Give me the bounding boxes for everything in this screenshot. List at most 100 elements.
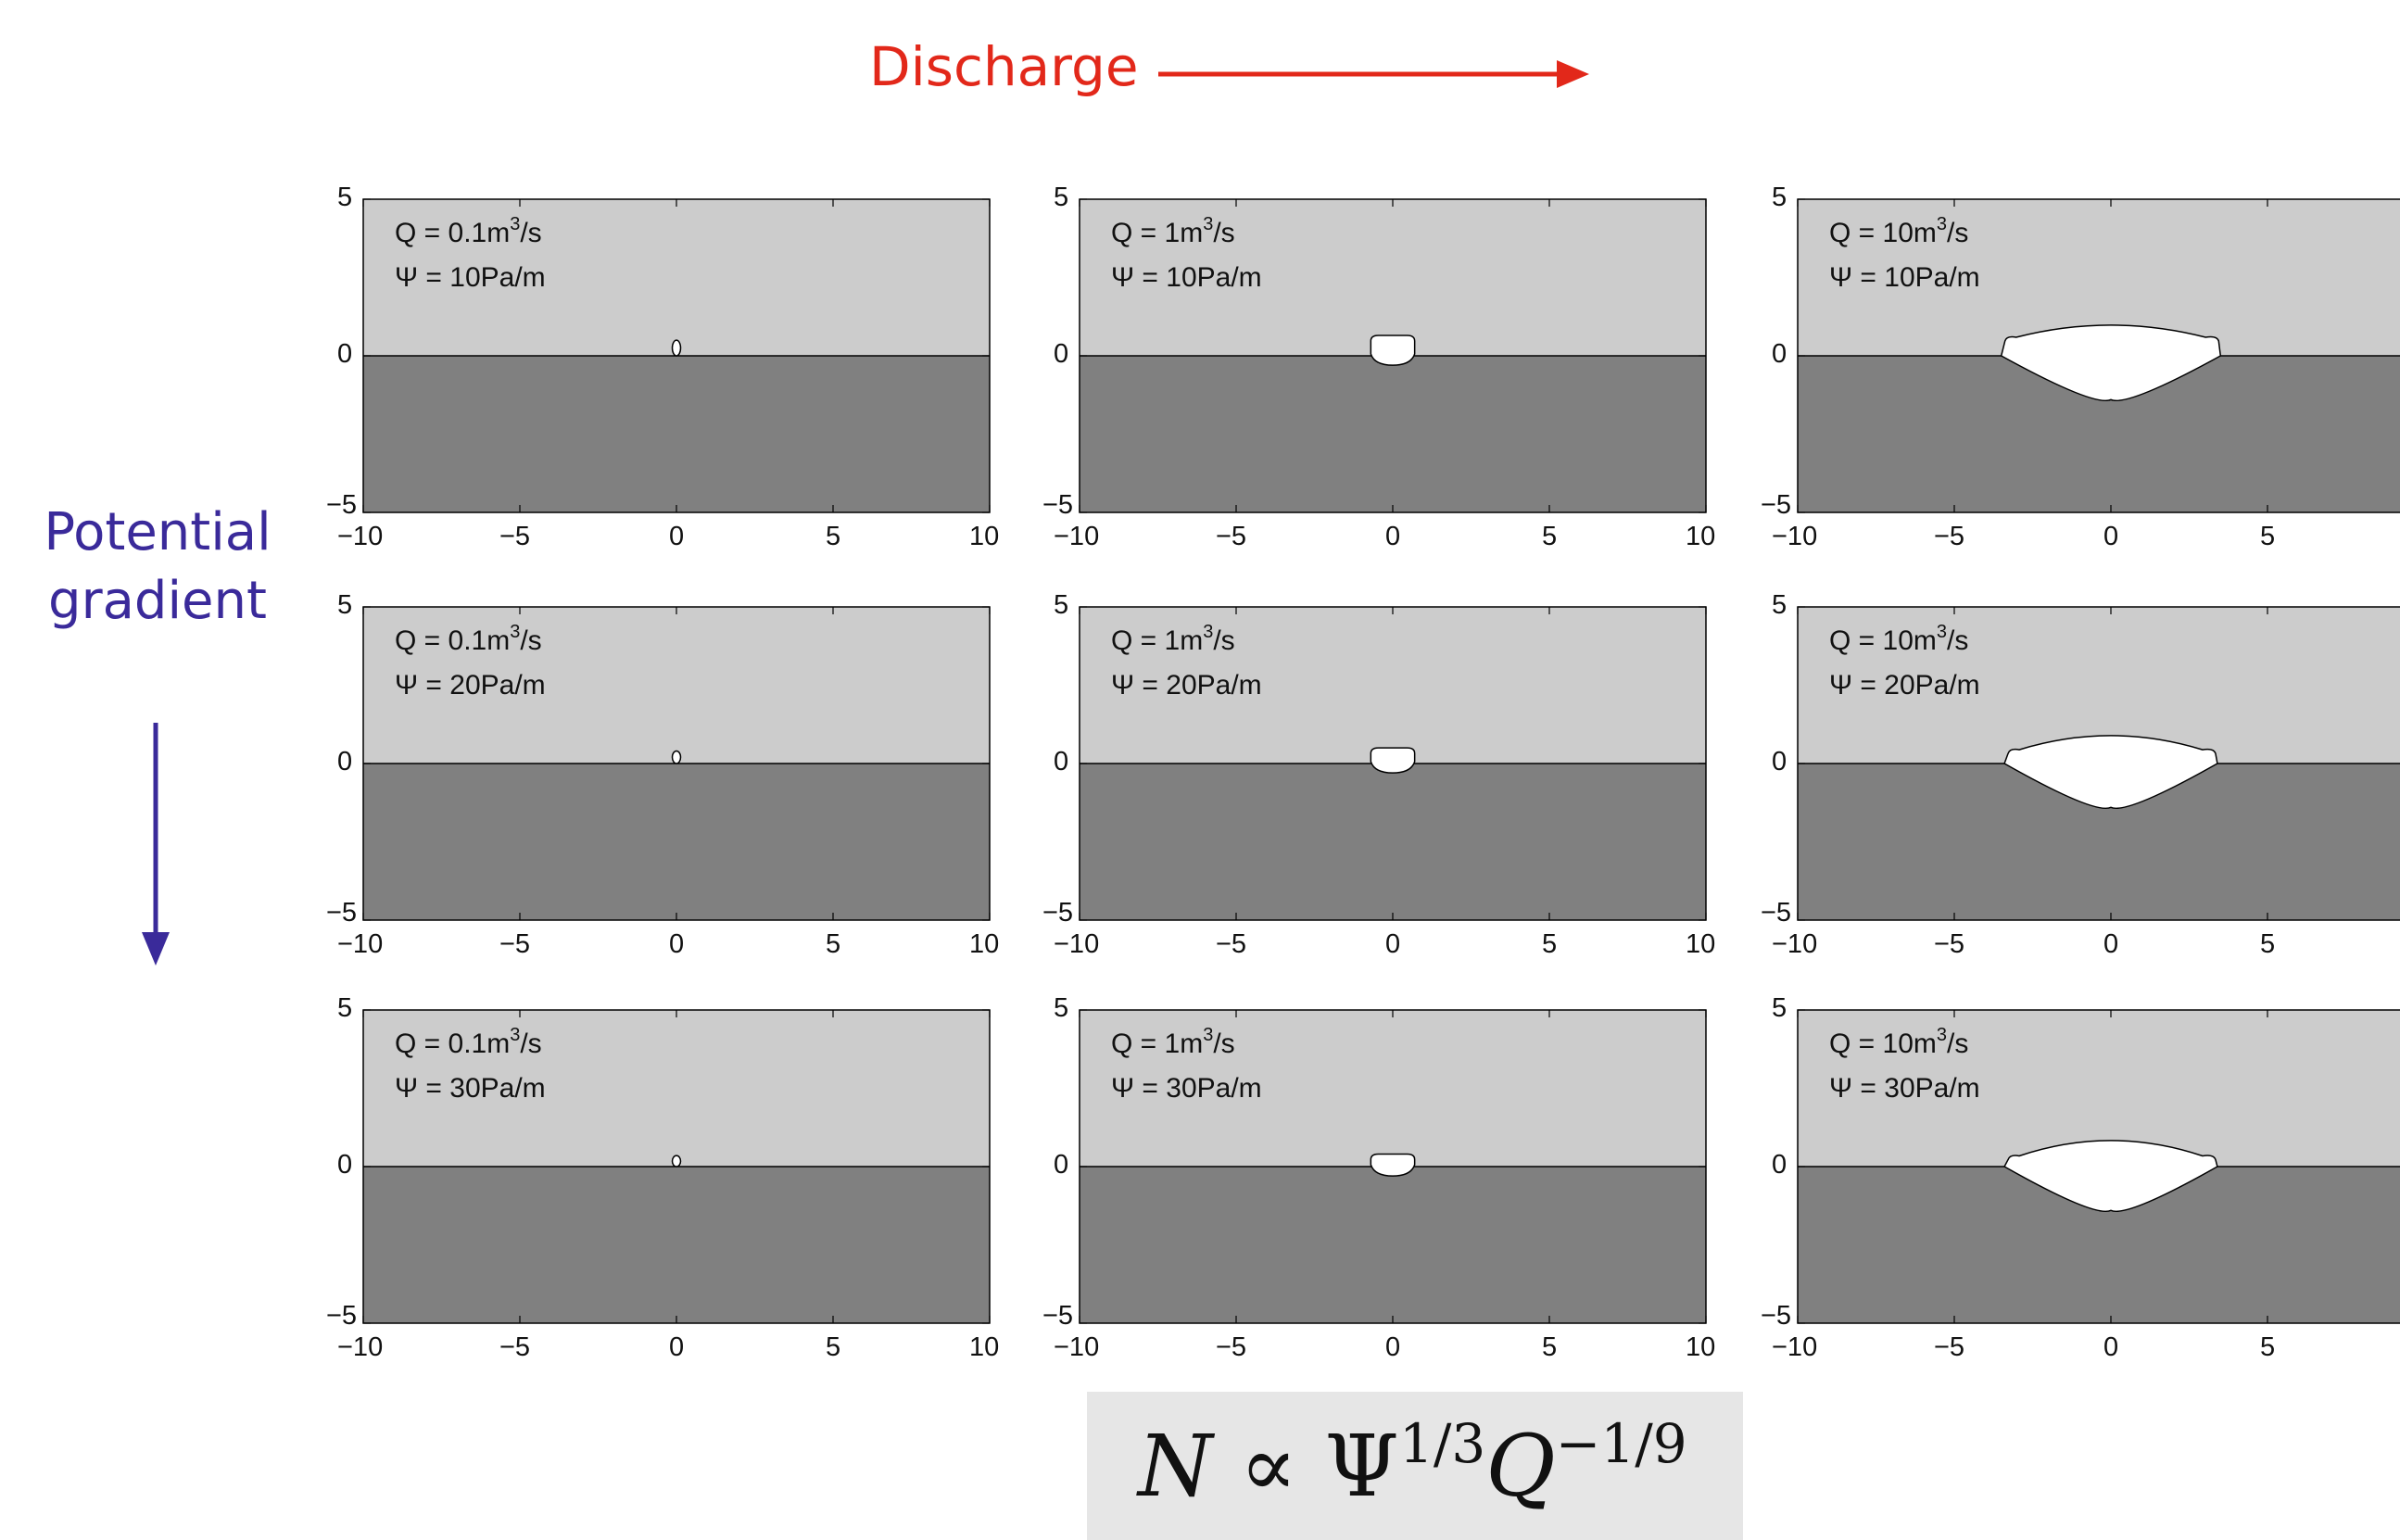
potential-gradient-value: Ψ = 20Pa/m: [1111, 670, 1262, 701]
x-tick-label: 5: [1542, 1332, 1558, 1362]
potential-gradient-value: Ψ = 20Pa/m: [1829, 670, 1980, 701]
channel-cavity: [2003, 735, 2218, 809]
channel-cavity: [1370, 747, 1416, 774]
x-tick-label: 10: [969, 1332, 1000, 1362]
discharge-text: Q = 1m: [1111, 218, 1204, 248]
x-tick-label: −10: [337, 1332, 384, 1362]
lower-region: [1080, 1167, 1706, 1323]
y-tick-label: 5: [337, 590, 353, 620]
y-tick-label: 5: [1054, 993, 1069, 1023]
cubic-exponent: 3: [510, 1025, 521, 1045]
discharge-unit: /s: [1213, 625, 1235, 656]
y-tick-label: −5: [1042, 898, 1074, 928]
potential-gradient-value: Ψ = 10Pa/m: [1111, 262, 1262, 293]
x-tick-label: 0: [2103, 929, 2119, 959]
discharge-value: Q = 10m3/s: [1829, 214, 1969, 249]
y-tick-label: −5: [326, 1301, 358, 1331]
potential-gradient-value: Ψ = 30Pa/m: [1111, 1073, 1262, 1104]
x-tick-label: −5: [499, 522, 531, 551]
formula-psi: Ψ: [1324, 1417, 1399, 1516]
y-tick-label: −5: [1761, 1301, 1792, 1331]
x-tick-label: 0: [2103, 1332, 2119, 1362]
cubic-exponent: 3: [510, 622, 521, 642]
x-tick-label: −10: [337, 929, 384, 959]
x-tick-label: 5: [1542, 522, 1558, 551]
y-tick-label: −5: [1042, 1301, 1074, 1331]
panel-plot: [1079, 606, 1707, 921]
discharge-label: Discharge: [869, 35, 1139, 98]
lower-region: [1080, 764, 1706, 920]
channel-cavity: [671, 339, 682, 357]
y-tick-label: −5: [326, 898, 358, 928]
formula-psi-exponent: 1/3: [1398, 1412, 1486, 1475]
y-tick-label: 0: [337, 1150, 353, 1180]
y-tick-label: 5: [337, 993, 353, 1023]
potential-label-line2: gradient: [48, 571, 267, 631]
x-tick-label: −10: [1054, 1332, 1100, 1362]
x-tick-label: 5: [1542, 929, 1558, 959]
upper-region: [1080, 199, 1706, 356]
x-tick-label: 10: [1686, 929, 1716, 959]
discharge-unit: /s: [1947, 1029, 1969, 1059]
upper-region: [1080, 607, 1706, 764]
x-tick-label: 0: [1385, 522, 1401, 551]
x-tick-label: 0: [2103, 522, 2119, 551]
discharge-text: Q = 1m: [1111, 1029, 1204, 1059]
x-tick-label: −10: [1054, 929, 1100, 959]
x-tick-label: −5: [1934, 522, 1965, 551]
discharge-unit: /s: [520, 625, 542, 656]
x-tick-label: 5: [2260, 1332, 2276, 1362]
x-tick-label: 5: [826, 929, 841, 959]
cubic-exponent: 3: [1936, 622, 1948, 642]
channel-cavity: [2003, 1140, 2218, 1212]
x-tick-label: −10: [1054, 522, 1100, 551]
x-tick-label: −10: [1772, 929, 1818, 959]
discharge-value: Q = 0.1m3/s: [395, 1025, 542, 1060]
discharge-text: Q = 1m: [1111, 625, 1204, 656]
discharge-unit: /s: [1947, 218, 1969, 248]
discharge-text: Q = 10m: [1829, 218, 1937, 248]
discharge-value: Q = 1m3/s: [1111, 1025, 1235, 1060]
formula-q-exponent: −1/9: [1555, 1412, 1687, 1475]
x-tick-label: −5: [1216, 522, 1247, 551]
formula-prop: ∝: [1239, 1417, 1298, 1516]
x-tick-label: −5: [1934, 1332, 1965, 1362]
formula-box: N ∝ Ψ1/3Q−1/9: [1087, 1392, 1743, 1540]
x-tick-label: −10: [1772, 522, 1818, 551]
x-tick-label: −5: [1216, 1332, 1247, 1362]
discharge-text: Q = 0.1m: [395, 1029, 511, 1059]
x-tick-label: −5: [1934, 929, 1965, 959]
discharge-value: Q = 1m3/s: [1111, 622, 1235, 657]
panel-plot: [1079, 198, 1707, 513]
cubic-exponent: 3: [1936, 214, 1948, 234]
y-tick-label: 5: [337, 183, 353, 212]
x-tick-label: 5: [2260, 522, 2276, 551]
discharge-unit: /s: [1213, 1029, 1235, 1059]
y-tick-label: 5: [1054, 590, 1069, 620]
potential-gradient-value: Ψ = 20Pa/m: [395, 670, 546, 701]
y-tick-label: 5: [1772, 183, 1787, 212]
potential-gradient-value: Ψ = 10Pa/m: [1829, 262, 1980, 293]
y-tick-label: 5: [1772, 993, 1787, 1023]
potential-gradient-value: Ψ = 30Pa/m: [395, 1073, 546, 1104]
x-tick-label: 0: [669, 1332, 685, 1362]
cubic-exponent: 3: [510, 214, 521, 234]
x-tick-label: 5: [2260, 929, 2276, 959]
panel-plot: [362, 606, 991, 921]
discharge-value: Q = 0.1m3/s: [395, 622, 542, 657]
cubic-exponent: 3: [1936, 1025, 1948, 1045]
potential-gradient-label: Potential gradient: [37, 499, 278, 636]
potential-gradient-value: Ψ = 30Pa/m: [1829, 1073, 1980, 1104]
x-tick-label: −5: [499, 1332, 531, 1362]
x-tick-label: −10: [1772, 1332, 1818, 1362]
y-tick-label: −5: [1761, 898, 1792, 928]
x-tick-label: 10: [1686, 1332, 1716, 1362]
lower-region: [363, 764, 990, 920]
discharge-value: Q = 10m3/s: [1829, 1025, 1969, 1060]
x-tick-label: 10: [1686, 522, 1716, 551]
x-tick-label: 5: [826, 1332, 841, 1362]
